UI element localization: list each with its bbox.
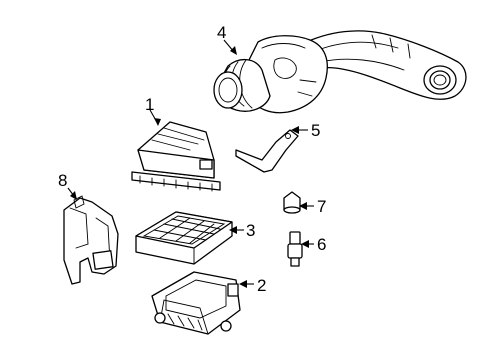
callout-7: 7 <box>317 197 326 216</box>
part-8-duct <box>63 195 119 285</box>
part-4-intake-tube <box>213 30 467 114</box>
callout-5: 5 <box>311 121 320 140</box>
callout-6: 6 <box>317 235 326 254</box>
callout-8: 8 <box>58 171 67 190</box>
part-3-air-filter <box>135 211 233 265</box>
part-1-air-cleaner-cover <box>131 121 221 192</box>
callout-leaders <box>67 39 314 288</box>
part-7-grommet <box>283 191 301 214</box>
callout-3: 3 <box>246 221 255 240</box>
part-5-bracket <box>235 129 299 173</box>
callout-2: 2 <box>257 276 266 295</box>
callout-1: 1 <box>145 95 154 114</box>
part-2-lower-housing <box>151 271 241 335</box>
callout-4: 4 <box>217 23 226 42</box>
part-6-sensor <box>287 231 303 267</box>
